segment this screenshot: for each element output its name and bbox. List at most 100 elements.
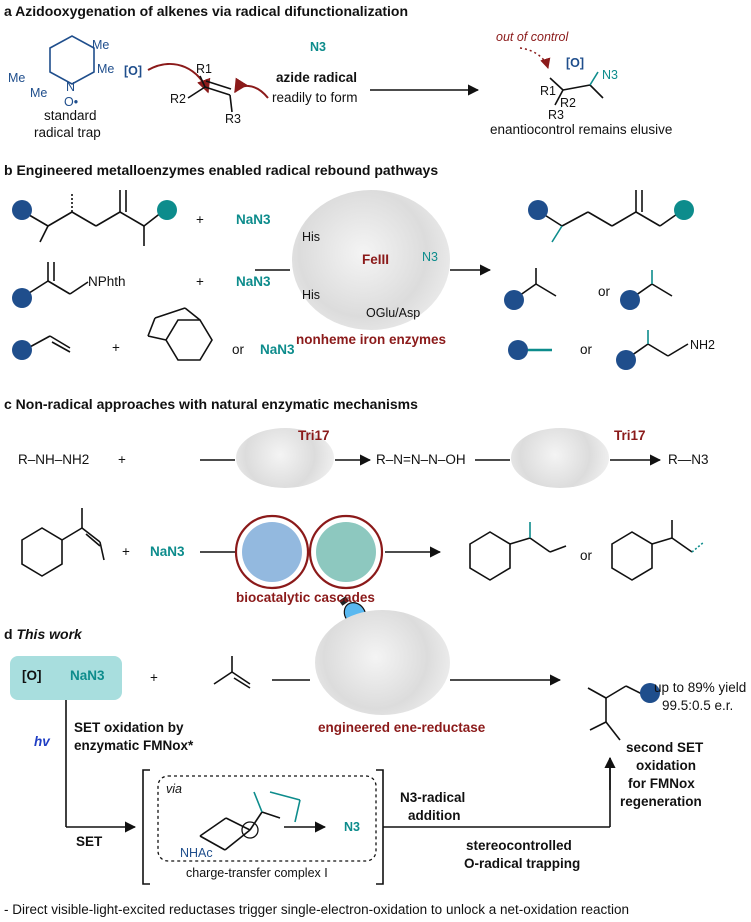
- vinyl-substrate: [27, 335, 71, 353]
- product-blue-dot-5: [616, 350, 636, 370]
- azide-radical-label: azide radical: [276, 70, 358, 85]
- n3-addition-2: addition: [408, 808, 461, 823]
- fe-n3: N3: [422, 250, 438, 264]
- panel-c-header: c Non-radical approaches with natural en…: [4, 396, 418, 412]
- intermediate: R–N=N–N–OH: [376, 452, 466, 467]
- substrate-teal-dot-1: [157, 200, 177, 220]
- row3-nan3: NaN3: [260, 342, 295, 357]
- nhac-label: NHAc: [180, 846, 213, 860]
- set-ox-1: SET oxidation by: [74, 720, 184, 735]
- row3-or: or: [232, 342, 245, 357]
- nonheme-iron-enzyme-image: [292, 190, 450, 330]
- via-label: via: [166, 782, 182, 796]
- plus-c1: +: [118, 452, 126, 467]
- tempo-me-1: Me: [92, 38, 110, 52]
- dotted-arrow: [519, 47, 551, 70]
- prod-or-1: or: [598, 284, 611, 299]
- row2-plus: +: [196, 274, 204, 289]
- second-1: second SET: [626, 740, 704, 755]
- bracket-right: [376, 769, 384, 885]
- tempo-o: O•: [64, 95, 79, 109]
- tempo-me-3: Me: [8, 71, 26, 85]
- ene-reductase-label: engineered ene-reductase: [318, 720, 486, 735]
- product-blue-dot-1: [528, 200, 548, 220]
- n3-radical-d: N3: [344, 820, 360, 834]
- tempo-structure: [49, 35, 95, 85]
- hydrazine: R–NH–NH2: [18, 452, 90, 467]
- ene-reductase-image: [315, 610, 450, 715]
- product-c-structures: [469, 520, 705, 581]
- substrate-blue-dot-1: [12, 200, 32, 220]
- reagent-nan3: NaN3: [70, 668, 105, 683]
- ct-complex-box: [157, 775, 377, 862]
- nphth-label: NPhth: [88, 274, 126, 289]
- reagent-box: [10, 656, 122, 700]
- row2-nan3-c: NaN3: [150, 544, 185, 559]
- cascade-circles: [234, 514, 384, 590]
- hv-label: hv: [34, 734, 50, 749]
- tempo-me-2: Me: [97, 62, 115, 76]
- his-2: His: [302, 288, 321, 302]
- r3-a-prod: R3: [548, 108, 564, 122]
- product-b-structures: [515, 190, 689, 359]
- reagent-o: [O]: [22, 668, 42, 683]
- ct-complex-structure: [199, 791, 301, 851]
- r2-a: R2: [170, 92, 186, 106]
- panel-d-letter: d: [4, 626, 13, 642]
- tri17-enzyme-image-2: [511, 428, 609, 488]
- tri17-enzyme-image-1: [236, 428, 334, 488]
- fe-center: FeIII: [362, 252, 390, 267]
- product-a-structure: [549, 71, 604, 106]
- product-d-blue-dot: [640, 683, 660, 703]
- tempo-n: N: [66, 80, 76, 94]
- amide-substrate: [23, 190, 163, 246]
- second-4: regeneration: [620, 794, 702, 809]
- set-ox-2: enzymatic FMNox*: [74, 738, 194, 753]
- r3-a: R3: [225, 112, 241, 126]
- panel-b-header: b Engineered metalloenzymes enabled radi…: [4, 162, 439, 178]
- his-1: His: [302, 230, 321, 244]
- product-d-structure: [587, 685, 643, 741]
- elusive-label: enantiocontrol remains elusive: [490, 122, 673, 137]
- product-c1: R—N3: [668, 452, 709, 467]
- r2-a-prod: R2: [560, 96, 576, 110]
- o-radical: [O]: [124, 64, 143, 78]
- curved-arrow-azide: [234, 77, 269, 99]
- footer-note: - Direct visible-light-excited reductase…: [4, 902, 630, 917]
- product-blue-dot-2: [504, 290, 524, 310]
- yield-2: 99.5:0.5 e.r.: [662, 698, 734, 713]
- product-blue-dot-3: [620, 290, 640, 310]
- stereo-1: stereocontrolled: [466, 838, 572, 853]
- nonheme-label: nonheme iron enzymes: [296, 332, 447, 347]
- substrate-blue-dot-2: [12, 288, 32, 308]
- r1-a-prod: R1: [540, 84, 556, 98]
- substrate-blue-dot-3: [12, 340, 32, 360]
- row2-plus-c: +: [122, 544, 130, 559]
- product-teal-dot-1: [674, 200, 694, 220]
- azide-n3-a: N3: [310, 40, 326, 54]
- ct-complex-label: charge-transfer complex I: [186, 866, 328, 880]
- trap-caption-1: standard: [44, 108, 97, 123]
- bracket-left: [142, 769, 150, 885]
- alkene-structure: [187, 75, 233, 113]
- panel-d-title: This work: [16, 626, 82, 642]
- plus-d: +: [150, 670, 158, 685]
- readily-label: readily to form: [272, 90, 358, 105]
- tempo-me-4: Me: [30, 86, 48, 100]
- styrene-structure: [21, 508, 105, 577]
- trap-caption-2: radical trap: [34, 125, 101, 140]
- stereo-2: O-radical trapping: [464, 856, 581, 871]
- nh2-label: NH2: [690, 338, 716, 352]
- second-3: for FMNox: [628, 776, 695, 791]
- tri17-1: Tri17: [298, 428, 330, 443]
- row3-plus: +: [112, 340, 120, 355]
- set-label: SET: [76, 834, 103, 849]
- row1-nan3: NaN3: [236, 212, 271, 227]
- n3-addition-1: N3-radical: [400, 790, 466, 805]
- hypervalent-iodine: [147, 307, 213, 361]
- alkene-d-structure: [213, 656, 251, 689]
- panel-a-header: a Azidooxygenation of alkenes via radica…: [4, 3, 409, 19]
- cascade-label: biocatalytic cascades: [236, 590, 375, 605]
- panel-d-header: d This work: [4, 626, 82, 642]
